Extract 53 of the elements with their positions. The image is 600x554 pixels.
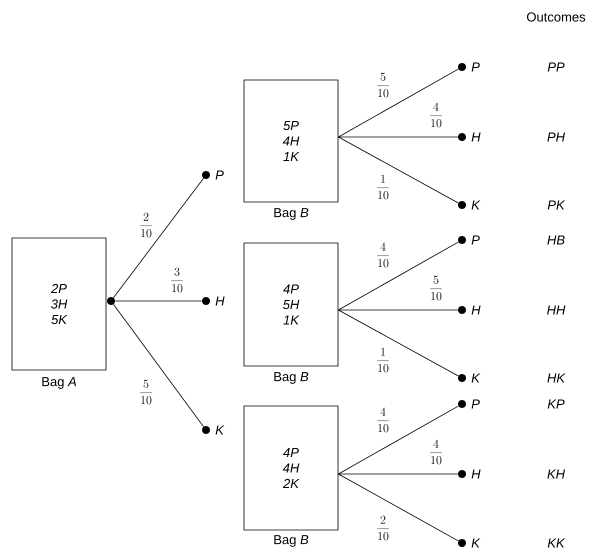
branch-line bbox=[338, 136, 458, 138]
outcome-label: PP bbox=[548, 62, 565, 72]
branch-line bbox=[338, 242, 459, 310]
outcome-letter: H bbox=[472, 470, 481, 478]
outcome-letter: P bbox=[472, 62, 480, 72]
outcome-label: PH bbox=[547, 132, 566, 142]
branch-line bbox=[114, 300, 202, 302]
outcome-letter: H bbox=[472, 132, 481, 142]
outcome-label: PK bbox=[548, 200, 566, 210]
branch-line bbox=[113, 304, 204, 428]
probability-label: $\frac{4}{10}$ bbox=[430, 440, 442, 464]
probability-label: $\frac{4}{10}$ bbox=[377, 408, 389, 432]
probability-label: $\frac{4}{10}$ bbox=[377, 242, 389, 268]
bag-label: Bag B bbox=[274, 208, 308, 220]
outcome-letter: P bbox=[472, 236, 480, 244]
outcome-letter: H bbox=[216, 296, 225, 306]
outcome-label: HH bbox=[547, 306, 566, 314]
outcome-label: KH bbox=[547, 470, 566, 478]
probability-label: $\frac{5}{10}$ bbox=[140, 380, 152, 404]
column-heading: Outcomes bbox=[527, 12, 586, 22]
probability-label: $\frac{1}{10}$ bbox=[377, 174, 389, 200]
outcome-letter: P bbox=[472, 400, 480, 408]
contents-box: 4P 5H 1K bbox=[244, 242, 338, 366]
outcome-letter: K bbox=[472, 538, 480, 548]
outcome-letter: H bbox=[472, 306, 481, 314]
dot bbox=[107, 297, 115, 305]
outcome-letter: P bbox=[216, 170, 224, 180]
bag-label: Bag A bbox=[42, 377, 76, 389]
branch-line bbox=[338, 474, 459, 542]
probability-label: $\frac{4}{10}$ bbox=[430, 102, 442, 128]
probability-label: $\frac{5}{10}$ bbox=[430, 276, 442, 300]
bag-label: Bag B bbox=[274, 535, 308, 547]
probability-label: $\frac{3}{10}$ bbox=[171, 268, 183, 292]
contents-box: 4P 4H 2K bbox=[244, 406, 338, 530]
bag-label: Bag B bbox=[274, 372, 308, 384]
branch-line bbox=[113, 178, 204, 298]
outcome-label: HK bbox=[547, 374, 566, 382]
outcome-label: HB bbox=[547, 236, 565, 244]
branch-line bbox=[338, 136, 459, 204]
branch-line bbox=[338, 68, 459, 138]
branch-line bbox=[338, 406, 459, 474]
contents-box: 2P 3H 5K bbox=[12, 238, 106, 370]
probability-label: $\frac{5}{10}$ bbox=[377, 72, 389, 98]
outcome-letter: K bbox=[216, 426, 224, 434]
branch-line bbox=[338, 310, 459, 376]
probability-label: $\frac{2}{10}$ bbox=[377, 516, 389, 540]
outcome-label: KP bbox=[548, 400, 565, 408]
contents-box: 5P 4H 1K bbox=[244, 80, 338, 202]
outcome-label: KK bbox=[548, 538, 566, 548]
outcome-letter: K bbox=[472, 200, 480, 210]
outcome-letter: K bbox=[472, 374, 480, 382]
probability-label: $\frac{2}{10}$ bbox=[140, 212, 152, 238]
probability-label: $\frac{1}{10}$ bbox=[377, 348, 389, 372]
